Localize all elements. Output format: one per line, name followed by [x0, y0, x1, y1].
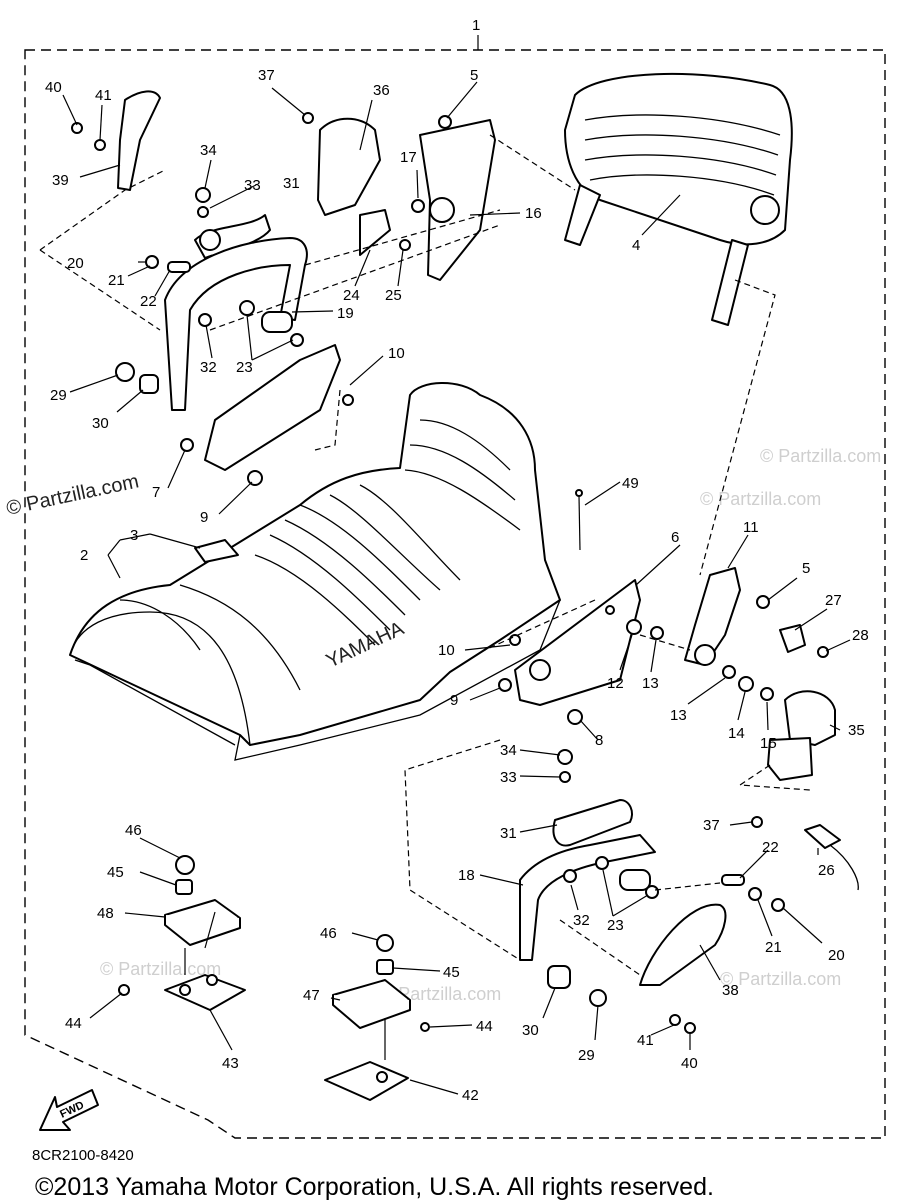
callout-33a: 33 — [244, 177, 261, 194]
callout-5b: 5 — [802, 560, 810, 577]
diagram-code: 8CR2100-8420 — [32, 1147, 134, 1164]
callout-31b: 31 — [500, 825, 517, 842]
callout-3: 3 — [130, 527, 138, 544]
callout-48: 48 — [97, 905, 114, 922]
partzilla-watermark: © Partzilla.com — [4, 470, 140, 520]
copyright-text: ©2013 Yamaha Motor Corporation, U.S.A. A… — [35, 1173, 714, 1200]
callout-22b: 22 — [762, 839, 779, 856]
callout-40b: 40 — [681, 1055, 698, 1072]
callout-30b: 30 — [522, 1022, 539, 1039]
callout-44a: 44 — [65, 1015, 82, 1032]
lower-middle-mount — [324, 934, 430, 1101]
callout-35: 35 — [848, 722, 865, 739]
callout-23b: 23 — [607, 917, 624, 934]
callout-21a: 21 — [108, 272, 125, 289]
lower-left-mount — [118, 855, 246, 1011]
callout-46b: 46 — [320, 925, 337, 942]
small-hardware-right — [498, 489, 829, 1034]
callout-37b: 37 — [703, 817, 720, 834]
callout-4: 4 — [632, 237, 640, 254]
leader-lines — [62, 81, 851, 1095]
callout-32a: 32 — [200, 359, 217, 376]
callout-44b: 44 — [476, 1018, 493, 1035]
seat-label-tag — [194, 539, 239, 563]
assembly-number: 1 — [472, 17, 480, 34]
callout-34a: 34 — [200, 142, 217, 159]
callout-13a: 13 — [642, 675, 659, 692]
callout-34b: 34 — [500, 742, 517, 759]
callout-5a: 5 — [470, 67, 478, 84]
callout-7: 7 — [152, 484, 160, 501]
callout-28: 28 — [852, 627, 869, 644]
callout-20b: 20 — [828, 947, 845, 964]
callout-41b: 41 — [637, 1032, 654, 1049]
callout-33b: 33 — [500, 769, 517, 786]
callout-8: 8 — [595, 732, 603, 749]
right-bracket-group — [514, 567, 859, 1007]
callout-18: 18 — [458, 867, 475, 884]
left-bracket-group — [117, 90, 496, 471]
callout-23a: 23 — [236, 359, 253, 376]
callout-9a: 9 — [200, 509, 208, 526]
callout-6: 6 — [671, 529, 679, 546]
callout-15: 15 — [760, 735, 777, 752]
callout-9b: 9 — [450, 692, 458, 709]
callout-16: 16 — [525, 205, 542, 222]
callout-labels: 40 41 39 34 33 31 37 36 5 17 16 4 20 21 … — [45, 67, 869, 1104]
callout-26: 26 — [818, 862, 835, 879]
callout-2: 2 — [80, 547, 88, 564]
callout-19: 19 — [337, 305, 354, 322]
callout-30a: 30 — [92, 415, 109, 432]
watermark-4: © Partzilla.com — [100, 959, 221, 979]
alignment-lines — [39, 134, 811, 976]
backrest — [564, 72, 793, 326]
callout-38: 38 — [722, 982, 739, 999]
callout-14: 14 — [728, 725, 745, 742]
callout-31a: 31 — [283, 175, 300, 192]
callout-47: 47 — [303, 987, 320, 1004]
callout-42: 42 — [462, 1087, 479, 1104]
callout-22a: 22 — [140, 293, 157, 310]
watermark-3: © Partzilla.com — [760, 446, 881, 466]
callout-20a: 20 — [67, 255, 84, 272]
callout-40a: 40 — [45, 79, 62, 96]
seat: YAMAHA — [69, 382, 561, 761]
callout-37a: 37 — [258, 67, 275, 84]
watermark-2: © Partzilla.com — [700, 489, 821, 509]
callout-49: 49 — [622, 475, 639, 492]
callout-46a: 46 — [125, 822, 142, 839]
callout-39: 39 — [52, 172, 69, 189]
callout-41a: 41 — [95, 87, 112, 104]
callout-25: 25 — [385, 287, 402, 304]
callout-10a: 10 — [388, 345, 405, 362]
callout-43: 43 — [222, 1055, 239, 1072]
callout-21b: 21 — [765, 939, 782, 956]
callout-27: 27 — [825, 592, 842, 609]
callout-17: 17 — [400, 149, 417, 166]
forward-arrow: FWD — [39, 1089, 99, 1131]
callout-13b: 13 — [670, 707, 687, 724]
callout-45b: 45 — [443, 964, 460, 981]
callout-12: 12 — [607, 675, 624, 692]
callout-45a: 45 — [107, 864, 124, 881]
callout-29a: 29 — [50, 387, 67, 404]
watermark-6: © Partzilla.com — [720, 969, 841, 989]
callout-24: 24 — [343, 287, 360, 304]
assembly-boundary — [24, 49, 886, 1139]
callout-29b: 29 — [578, 1047, 595, 1064]
callout-10b: 10 — [438, 642, 455, 659]
callout-36: 36 — [373, 82, 390, 99]
callout-11: 11 — [743, 519, 759, 536]
callout-32b: 32 — [573, 912, 590, 929]
